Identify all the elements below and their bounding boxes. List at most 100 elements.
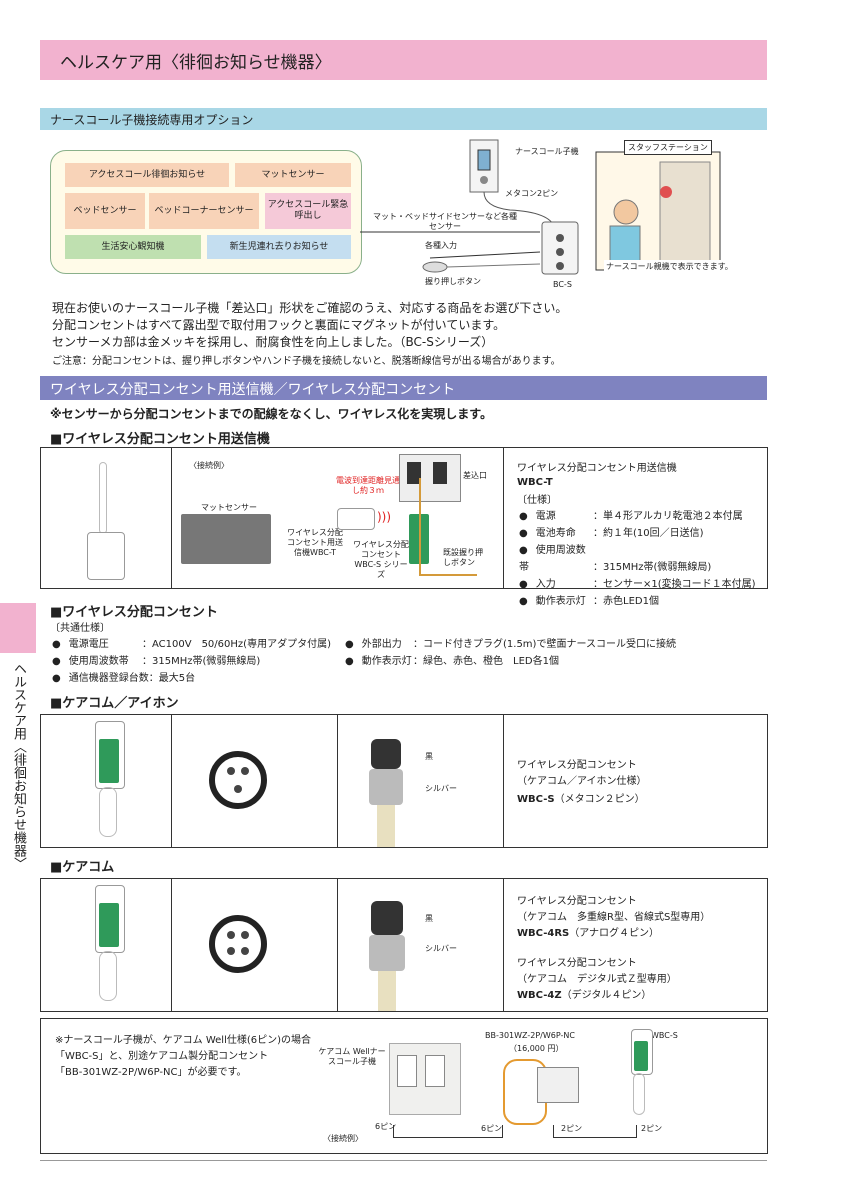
common-specs-left: 電源電圧：AC100V 50/60Hz(専用アダプタ付属) 使用周波数帯：315… <box>52 636 331 687</box>
label-black: 黒 <box>425 752 433 761</box>
pin-icon <box>241 767 249 775</box>
product-model: WBC-S <box>517 794 555 805</box>
wbc4-panel <box>99 903 119 947</box>
section-header-options: ナースコール子機接続専用オプション <box>40 108 767 130</box>
spec-key: 動作表示灯 <box>519 593 593 610</box>
pin-icon <box>227 931 235 939</box>
wave-icon: ))) <box>377 510 392 524</box>
spec-key: 電池寿命 <box>519 525 593 542</box>
sensor-access-call: アクセスコール徘徊お知らせ <box>65 163 229 187</box>
label-silver: シルバー <box>425 944 457 953</box>
product-model-note: （デジタル４ピン） <box>561 990 652 1001</box>
label-pin2-a: 2ピン <box>561 1124 583 1133</box>
example-label: 〈接続例〉 <box>189 461 229 470</box>
spec-key: 動作表示灯 <box>345 653 413 670</box>
wireless-subnote: ※センサーから分配コンセントまでの配線をなくし、ワイヤレス化を実現します。 <box>50 407 493 421</box>
label-bb-model: BB-301WZ-2P/W6P-NC <box>485 1031 575 1040</box>
section-title: ワイヤレス分配コンセント用送信機／ワイヤレス分配コンセント <box>50 382 456 398</box>
spec-value: ：315MHz帯(微弱無線局) <box>142 656 261 667</box>
side-tab-label: ヘルスケア用〈徘徊お知らせ機器〉 <box>11 662 26 870</box>
sensor-newborn: 新生児連れ去りお知らせ <box>207 235 351 259</box>
spec-value: ：AC100V 50/60Hz(専用アダプタ付属) <box>142 639 331 650</box>
spec-value: ：コード付きプラグ(1.5m)で壁面ナースコール受口に接続 <box>413 639 676 650</box>
intro-line-2: 分配コンセントはすべて露出型で取付用フックと裏面にマグネットが付いています。 <box>52 318 506 332</box>
sensor-mat: マットセンサー <box>235 163 351 187</box>
label-metacon: メタコン2ピン <box>505 189 559 198</box>
label-black: 黒 <box>425 914 433 923</box>
side-tab <box>0 603 36 653</box>
page-title: ヘルスケア用〈徘徊お知らせ機器〉 <box>60 53 332 73</box>
label-pin2-b: 2ピン <box>641 1124 663 1133</box>
intro-line-1: 現在お使いのナースコール子機「差込口」形状をご確認のうえ、対応する商品をお選び下… <box>52 301 568 315</box>
sensor-life-safety: 生活安心観知機 <box>65 235 201 259</box>
plug-black-image <box>371 739 401 769</box>
connector-line <box>553 1125 637 1138</box>
label-bb-price: （16,000 円） <box>509 1044 564 1053</box>
label-receiver: ワイヤレス分配コンセントWBC-S シリーズ <box>353 540 409 579</box>
product-name: ワイヤレス分配コンセント用送信機 <box>517 463 677 474</box>
spec-key: 電源電圧 <box>52 636 142 653</box>
mat-sensor-image <box>181 514 271 564</box>
wireless-outlet-heading: ■ワイヤレス分配コンセント <box>50 605 218 620</box>
label-distance: 電波到達距離見通し約３ｍ <box>336 476 400 495</box>
spec-value: ：センサー×1(変換コード１本付属) <box>593 579 756 590</box>
label-bcs: BC-S <box>553 280 572 289</box>
label-mat-sensor: マットセンサー <box>201 503 257 512</box>
label-pin6-a: 6ピン <box>375 1122 397 1131</box>
carecom-aiphone-table: 黒 シルバー ワイヤレス分配コンセント （ケアコム／アイホン仕様） WBC-S（… <box>40 714 768 848</box>
product-name: ワイヤレス分配コンセント <box>517 896 637 907</box>
spec-list: 電源：単４形アルカリ乾電池２本付属 電池寿命：約１年(10回／日送信) 使用周波… <box>519 508 756 610</box>
common-spec-label: 〔共通仕様〕 <box>50 623 110 634</box>
sensor-access-emergency: アクセスコール緊急呼出し <box>265 193 351 229</box>
spec-key: 外部出力 <box>345 636 413 653</box>
product-spec: （ケアコム／アイホン仕様） <box>517 776 647 787</box>
spec-key: 使用周波数帯 <box>52 653 142 670</box>
label-display-note: ナースコール親機で表示できます。 <box>604 260 735 273</box>
section-header-wireless: ワイヤレス分配コンセント用送信機／ワイヤレス分配コンセント <box>40 376 767 400</box>
intro-line-3: センサーメカ部は金メッキを採用し、耐腐食性を向上しました。（BC-Sシリーズ） <box>52 335 494 349</box>
wbcs-panel <box>99 739 119 783</box>
wbcs-panel <box>634 1041 648 1071</box>
well-note-line: 「BB-301WZ-2P/W6P-NC」が必要です。 <box>55 1067 247 1078</box>
label-push-button: 握り押しボタン <box>425 277 481 286</box>
spec-key: 使用周波数帯 <box>519 542 593 576</box>
transmitter-table: 〈接続例〉 マットセンサー ワイヤレス分配コンセント用送信機WBC-T ))) … <box>40 447 768 607</box>
plug-cord-image <box>378 971 396 1011</box>
section-title: ナースコール子機接続専用オプション <box>50 113 254 127</box>
4pin-socket-icon <box>209 915 267 973</box>
caution-note: ご注意：分配コンセントは、握り押しボタンやハンド子機を接続しないと、脱落断線信号… <box>52 356 561 367</box>
spec-value: ：緑色、赤色、橙色 LED各1個 <box>413 656 559 667</box>
transmitter-small-image <box>337 508 375 530</box>
label-sashikomi: 差込口 <box>463 471 487 480</box>
bb-device-image <box>537 1067 579 1103</box>
well-port-icon <box>425 1055 445 1087</box>
connector-line <box>393 1125 503 1138</box>
label-pin6-b: 6ピン <box>481 1124 503 1133</box>
label-transmitter: ワイヤレス分配コンセント用送信機WBC-T <box>287 528 343 557</box>
product-spec: （ケアコム デジタル式Ｚ型専用） <box>517 974 677 985</box>
well-note-line: ※ナースコール子機が、ケアコム Well仕様(6ピン)の場合 <box>55 1035 312 1046</box>
product-spec: （ケアコム 多重線R型、省線式S型専用） <box>517 912 711 923</box>
pin-icon <box>227 947 235 955</box>
well-note-box: ※ナースコール子機が、ケアコム Well仕様(6ピン)の場合 「WBC-S」と、… <box>40 1018 768 1154</box>
wbcs-cord <box>99 787 117 837</box>
transmitter-cord <box>99 462 107 534</box>
example-label: 〈接続例〉 <box>323 1134 363 1143</box>
label-mat-bed-sensor: マット・ベッドサイドセンサーなど各種センサー <box>373 212 517 231</box>
spec-value: ：約１年(10回／日送信) <box>593 528 704 539</box>
outlet-port-icon <box>433 462 447 484</box>
product-model-note: （メタコン２ピン） <box>554 794 645 805</box>
carecom-heading: ■ケアコム <box>50 860 115 875</box>
sensor-bed-corner: ベッドコーナーセンサー <box>149 193 259 229</box>
label-wbcs: WBC-S <box>651 1031 678 1040</box>
transmitter-heading: ■ワイヤレス分配コンセント用送信機 <box>50 432 270 447</box>
label-nurse-call-unit: ナースコール子機 <box>515 147 579 156</box>
product-model: WBC-T <box>517 477 553 488</box>
label-kakushu: 各種入力 <box>425 241 457 250</box>
pin-icon <box>234 785 242 793</box>
label-staff-station: スタッフステーション <box>624 140 712 155</box>
product-name: ワイヤレス分配コンセント <box>517 760 637 771</box>
spec-value: ：単４形アルカリ乾電池２本付属 <box>593 511 743 522</box>
well-note: ※ナースコール子機が、ケアコム Well仕様(6ピン)の場合 「WBC-S」と、… <box>55 1033 311 1081</box>
spec-label: 〔仕様〕 <box>517 495 557 506</box>
